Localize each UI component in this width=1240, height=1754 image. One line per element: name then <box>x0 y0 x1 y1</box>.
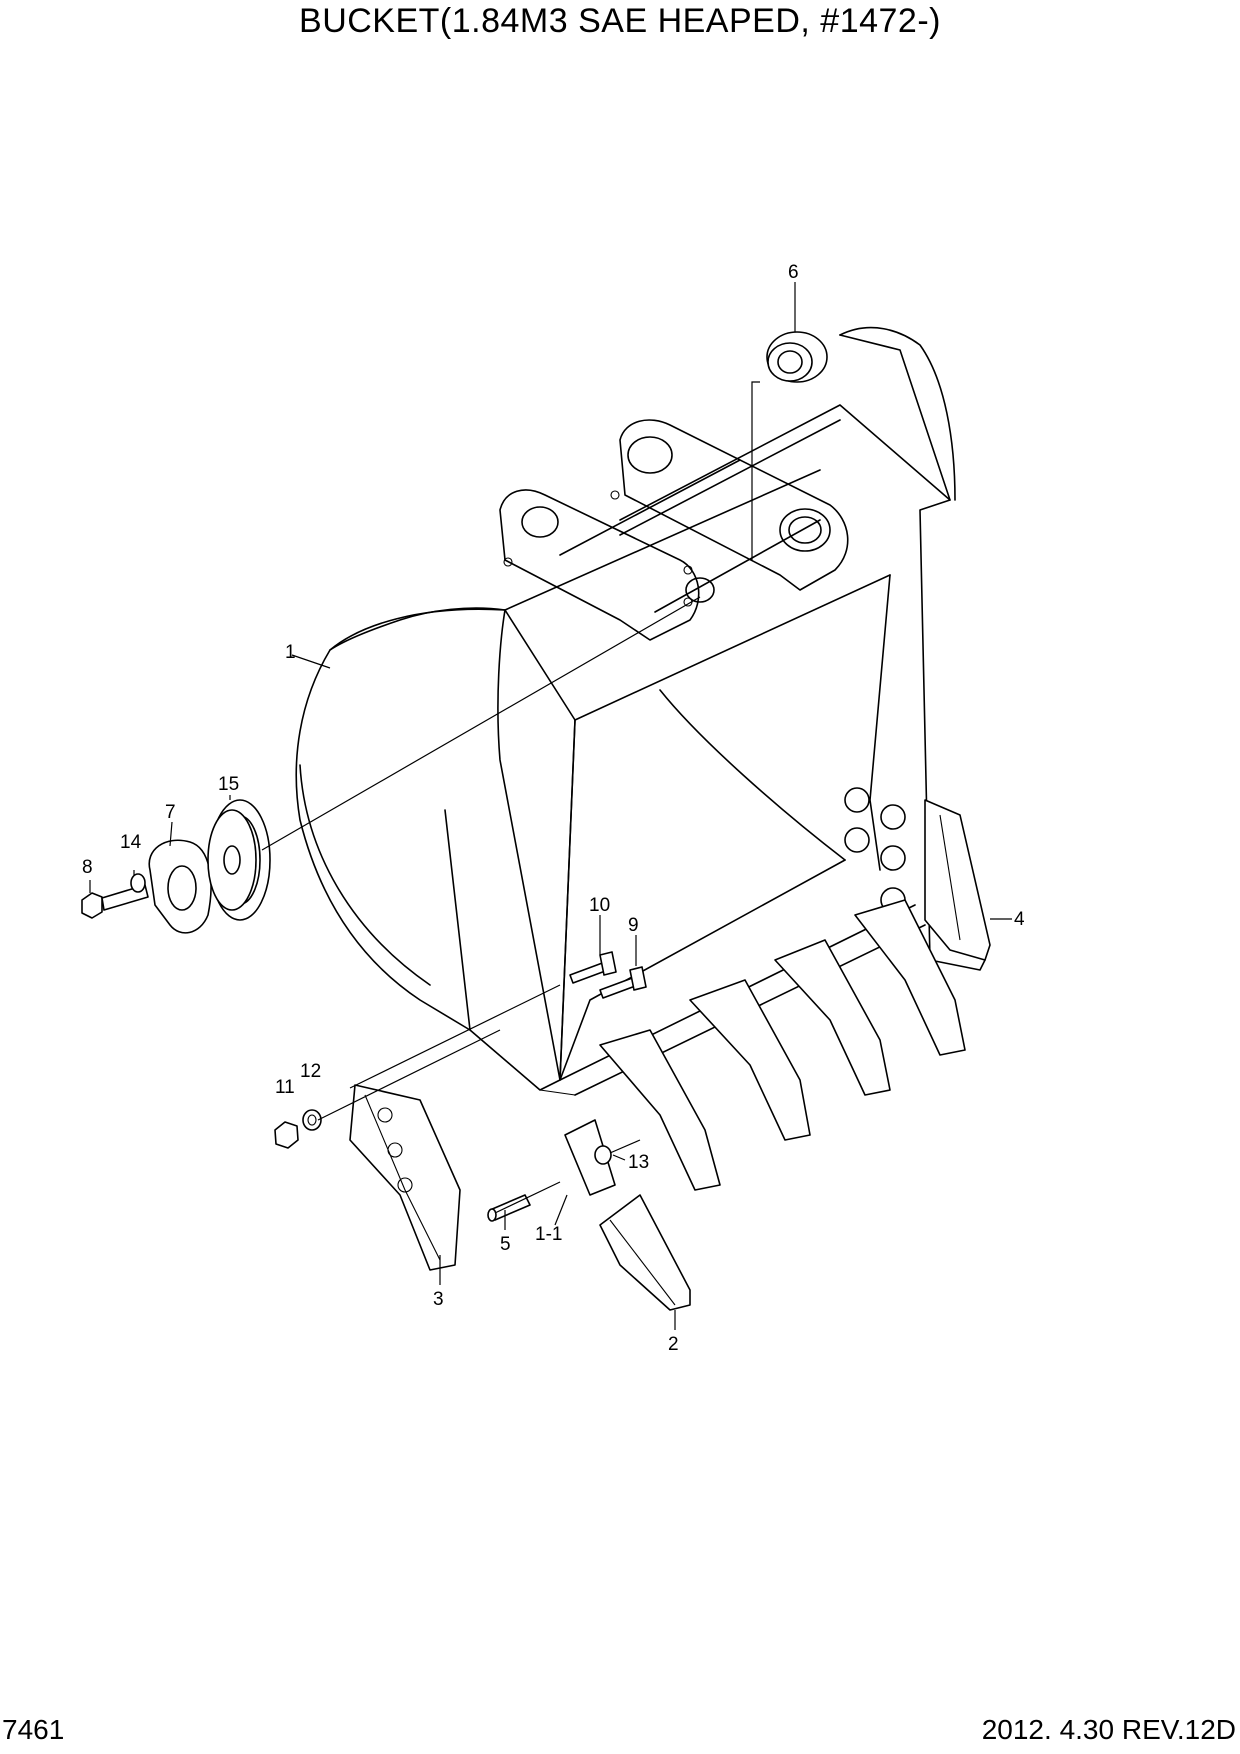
callout-5: 5 <box>500 1234 511 1255</box>
page-number: 7461 <box>2 1714 65 1745</box>
revision-label: 2012. 4.30 REV.12D <box>981 1714 1236 1745</box>
washer-14 <box>130 873 146 893</box>
boss-7 <box>148 839 212 934</box>
callout-15: 15 <box>218 774 239 795</box>
nut-13 <box>594 1145 612 1165</box>
washer-12 <box>302 1109 322 1131</box>
side-cutter-right <box>924 799 991 961</box>
shim-15 <box>207 799 271 921</box>
page-title: BUCKET(1.84M3 SAE HEAPED, #1472-) <box>299 2 941 40</box>
callout-10: 10 <box>589 895 610 916</box>
nut-11 <box>274 1121 299 1149</box>
callout-9: 9 <box>628 915 639 936</box>
callout-6: 6 <box>788 262 799 283</box>
callout-7: 7 <box>165 802 176 823</box>
callout-12: 12 <box>300 1061 321 1082</box>
lip-bolts <box>569 951 647 999</box>
callout-13: 13 <box>628 1152 649 1173</box>
adapters <box>564 899 966 1196</box>
callout-3: 3 <box>433 1289 444 1310</box>
callout-1-1: 1-1 <box>535 1224 562 1245</box>
bucket-tooth <box>599 1194 691 1311</box>
bushing-6 <box>766 331 828 383</box>
bucket-lugs <box>499 419 849 641</box>
callout-2: 2 <box>668 1334 679 1355</box>
callout-8: 8 <box>82 857 93 878</box>
callout-4: 4 <box>1014 909 1025 930</box>
callouts: 6 1 15 7 14 8 10 9 4 12 11 13 5 1-1 3 2 <box>82 262 1025 1355</box>
assembly-lines <box>261 381 760 1214</box>
callout-1: 1 <box>285 642 296 663</box>
leader-lines <box>89 282 1012 1330</box>
callout-11: 11 <box>275 1077 295 1098</box>
callout-14: 14 <box>120 832 142 853</box>
side-bolts <box>844 787 906 913</box>
